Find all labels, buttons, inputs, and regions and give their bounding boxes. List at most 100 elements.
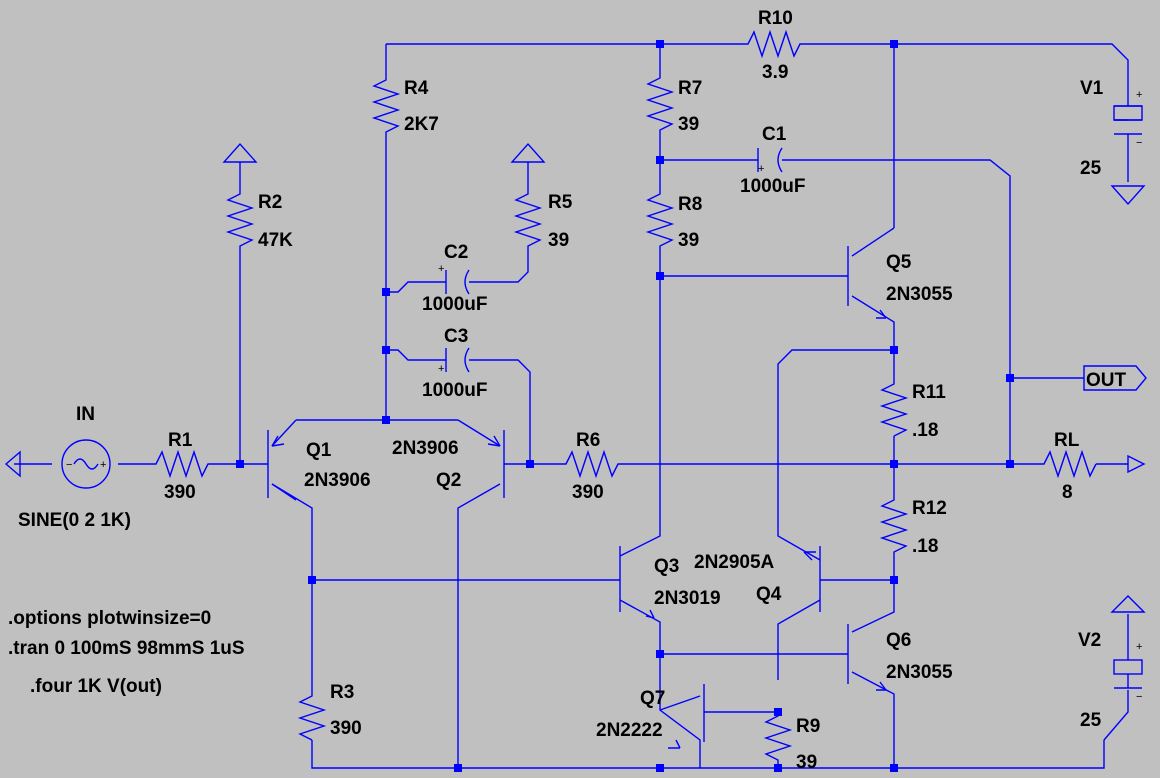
transistor-ref: Q3 bbox=[654, 556, 679, 577]
resistor-ref: R10 bbox=[758, 8, 793, 29]
resistor-R9[interactable]: R9 39 bbox=[763, 712, 820, 773]
source-ref: IN bbox=[76, 404, 95, 425]
resistor-R7[interactable]: R7 39 bbox=[645, 70, 702, 135]
resistor-value: 39 bbox=[678, 114, 699, 135]
resistor-ref: R1 bbox=[168, 430, 193, 451]
ground-icon bbox=[1110, 185, 1146, 206]
ground-icon bbox=[222, 142, 258, 163]
transistor-Q7[interactable]: Q7 2N2222 bbox=[596, 684, 705, 749]
junction-dot bbox=[454, 764, 462, 772]
capacitor-ref: C2 bbox=[444, 242, 468, 263]
capacitor-C1[interactable]: + C1 1000uF bbox=[740, 124, 805, 197]
capacitor-plus-sign: + bbox=[758, 163, 764, 175]
transistor-Q4[interactable]: 2N2905A Q4 bbox=[694, 546, 821, 612]
wires bbox=[14, 43, 1129, 769]
resistor-ref: R7 bbox=[678, 78, 702, 99]
resistor-R5[interactable]: R5 39 bbox=[513, 186, 573, 256]
ac-source-IN[interactable]: − + IN SINE(0 2 1K) bbox=[4, 404, 131, 531]
resistor-ref: R5 bbox=[548, 192, 573, 213]
transistor-Q5[interactable]: Q5 2N3055 bbox=[847, 246, 953, 319]
junction-dot bbox=[1006, 460, 1014, 468]
source-ref: V2 bbox=[1078, 630, 1101, 651]
junction-dot bbox=[890, 764, 898, 772]
capacitor-value: 1000uF bbox=[422, 380, 487, 401]
resistor-ref: RL bbox=[1054, 430, 1080, 451]
source-value: SINE(0 2 1K) bbox=[18, 510, 131, 531]
junction-dot bbox=[382, 416, 390, 424]
resistor-value: 390 bbox=[572, 482, 604, 503]
capacitor-plus-sign: + bbox=[438, 363, 444, 375]
resistor-value: 3.9 bbox=[762, 62, 788, 83]
transistor-model: 2N2905A bbox=[694, 552, 775, 573]
resistor-ref: R2 bbox=[258, 192, 282, 213]
resistor-RL[interactable]: RL 8 bbox=[1040, 430, 1097, 503]
transistor-Q2[interactable]: 2N3906 Q2 bbox=[392, 419, 505, 498]
resistor-R10[interactable]: R10 3.9 bbox=[740, 8, 810, 83]
transistor-Q1[interactable]: Q1 2N3906 bbox=[267, 419, 371, 501]
resistor-value: .18 bbox=[912, 420, 938, 441]
voltage-source-V1[interactable]: + − V1 25 bbox=[1080, 78, 1146, 206]
transistor-model: 2N3019 bbox=[654, 588, 721, 609]
directive-options[interactable]: .options plotwinsize=0 bbox=[8, 608, 211, 629]
resistor-value: 390 bbox=[330, 718, 362, 739]
capacitor-C3[interactable]: + C3 1000uF bbox=[422, 326, 487, 401]
spice-directives[interactable]: .options plotwinsize=0 .tran 0 100mS 98m… bbox=[8, 608, 245, 697]
junction-dot bbox=[890, 346, 898, 354]
junction-dot bbox=[308, 576, 316, 584]
resistor-value: 47K bbox=[258, 230, 293, 251]
source-value: 25 bbox=[1080, 710, 1102, 731]
junction-dot bbox=[526, 460, 534, 468]
transistor-Q6[interactable]: Q6 2N3055 bbox=[847, 624, 953, 691]
junction-dot bbox=[382, 288, 390, 296]
resistor-R4[interactable]: R4 2K7 bbox=[371, 72, 439, 136]
resistor-ref: R6 bbox=[576, 430, 600, 451]
resistor-value: 8 bbox=[1062, 482, 1073, 503]
transistor-model: 2N3055 bbox=[886, 662, 953, 683]
directive-four[interactable]: .four 1K V(out) bbox=[30, 676, 162, 697]
transistor-ref: Q6 bbox=[886, 630, 911, 651]
resistor-ref: R9 bbox=[796, 716, 820, 737]
capacitor-C2[interactable]: + C2 1000uF bbox=[422, 242, 487, 315]
resistor-R12[interactable]: R12 .18 bbox=[879, 494, 947, 557]
capacitor-value: 1000uF bbox=[740, 176, 805, 197]
resistor-value: 39 bbox=[548, 230, 569, 251]
transistor-ref: Q5 bbox=[886, 252, 912, 273]
net-label-text: OUT bbox=[1086, 370, 1127, 391]
transistor-Q3[interactable]: Q3 2N3019 bbox=[619, 546, 721, 619]
resistor-R2[interactable]: R2 47K bbox=[225, 180, 293, 251]
battery-minus-sign: − bbox=[1136, 137, 1142, 149]
resistor-R3[interactable]: R3 390 bbox=[297, 682, 362, 741]
resistor-ref: R11 bbox=[912, 382, 946, 403]
transistor-model: 2N3906 bbox=[392, 438, 459, 459]
transistor-ref: Q7 bbox=[640, 688, 665, 709]
resistor-value: 2K7 bbox=[404, 114, 439, 135]
resistor-R6[interactable]: R6 390 bbox=[560, 430, 622, 503]
capacitor-ref: C1 bbox=[762, 124, 787, 145]
transistor-ref: Q2 bbox=[436, 470, 461, 491]
capacitor-plus-sign: + bbox=[438, 263, 444, 275]
battery-minus-sign: − bbox=[1136, 691, 1142, 703]
junction-dot bbox=[382, 346, 390, 354]
junction-dot bbox=[656, 156, 664, 164]
capacitor-value: 1000uF bbox=[422, 294, 487, 315]
junction-dot bbox=[890, 40, 898, 48]
resistor-R1[interactable]: R1 390 bbox=[150, 430, 212, 503]
resistor-value: 39 bbox=[796, 752, 817, 773]
transistor-model: 2N2222 bbox=[596, 720, 663, 741]
source-value: 25 bbox=[1080, 158, 1102, 179]
voltage-source-V2[interactable]: + − V2 25 bbox=[1078, 595, 1146, 731]
resistor-value: 39 bbox=[678, 230, 699, 251]
resistor-ref: R8 bbox=[678, 194, 702, 215]
transistor-model: 2N3906 bbox=[304, 470, 371, 491]
directive-tran[interactable]: .tran 0 100mS 98mmS 1uS bbox=[8, 638, 245, 659]
net-label-out[interactable]: OUT bbox=[1083, 365, 1147, 391]
resistor-R8[interactable]: R8 39 bbox=[645, 186, 702, 251]
junction-dot bbox=[656, 650, 664, 658]
resistor-R11[interactable]: R11 .18 bbox=[879, 376, 946, 441]
transistor-ref: Q4 bbox=[756, 584, 782, 605]
ground-icon bbox=[1110, 595, 1146, 613]
resistor-value: .18 bbox=[912, 536, 938, 557]
ground-icon bbox=[4, 450, 21, 478]
junction-dot bbox=[656, 764, 664, 772]
